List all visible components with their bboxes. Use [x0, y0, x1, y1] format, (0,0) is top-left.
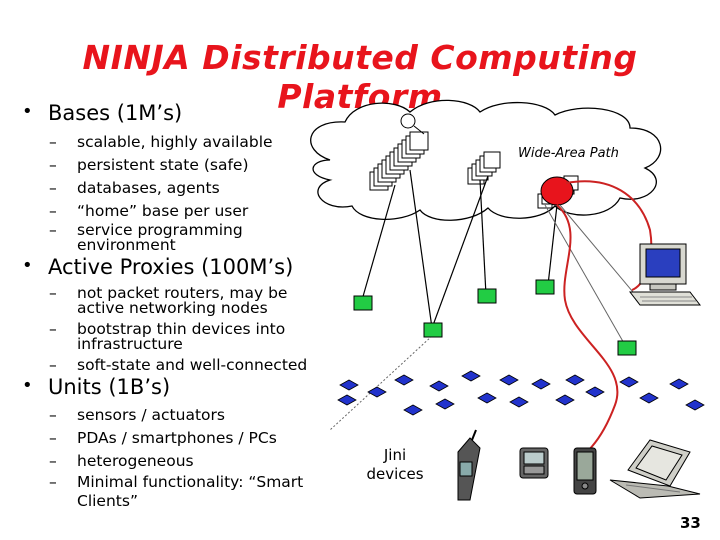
home-base-node	[540, 176, 574, 206]
base-server-stack	[369, 131, 429, 191]
bullet-dot: •	[22, 101, 33, 122]
jini-devices-label: Jini devices	[366, 446, 424, 483]
list-item: –heterogeneous	[49, 452, 194, 470]
unit-nodes	[337, 370, 705, 416]
list-item: –databases, agents	[49, 179, 220, 197]
bullet-dot: •	[22, 375, 33, 396]
pda-icon	[573, 447, 597, 495]
bullet-bases: • Bases (1M’s)	[22, 101, 183, 125]
list-item: –service programming environment	[49, 221, 243, 254]
list-item: –PDAs / smartphones / PCs	[49, 429, 277, 447]
list-item: –“home” base per user	[49, 202, 249, 220]
red-path-to-device	[556, 204, 619, 457]
bullet-active-proxies: • Active Proxies (100M’s)	[22, 255, 294, 279]
bullet-label: Active Proxies (100M’s)	[48, 255, 294, 279]
desktop-computer-icon	[628, 243, 702, 306]
bullet-label: Units (1B’s)	[48, 375, 171, 399]
proxies-list: –not packet routers, may be active netwo…	[49, 284, 337, 379]
base-proxy-links	[361, 169, 558, 329]
bases-list: –scalable, highly available –persistent …	[49, 131, 273, 253]
list-item: –scalable, highly available	[49, 133, 273, 151]
slide-title: NINJA Distributed Computing Platform	[82, 38, 638, 116]
list-item: –not packet routers, may be active netwo…	[49, 284, 288, 317]
list-item: –bootstrap thin devices into infrastruct…	[49, 320, 286, 353]
list-item: –sensors / actuators	[49, 406, 225, 424]
wide-area-path-label: Wide-Area Path	[518, 146, 619, 161]
cell-phone-icon	[457, 429, 481, 501]
list-item: –persistent state (safe)	[49, 156, 249, 174]
bullet-label: Bases (1M’s)	[48, 101, 183, 125]
laptop-icon	[609, 439, 701, 499]
bullet-dot: •	[22, 255, 33, 276]
organizer-device-icon	[519, 447, 549, 479]
client-links	[329, 204, 639, 431]
list-item: –Minimal functionality: “Smart Clients”	[49, 473, 304, 510]
active-proxy-nodes	[353, 279, 637, 356]
page-number: 33	[680, 514, 701, 532]
list-item: –soft-state and well-connected	[49, 356, 308, 374]
units-list: –sensors / actuators –PDAs / smartphones…	[49, 404, 307, 511]
user-figure-icon	[400, 113, 416, 129]
bullet-units: • Units (1B’s)	[22, 375, 171, 399]
